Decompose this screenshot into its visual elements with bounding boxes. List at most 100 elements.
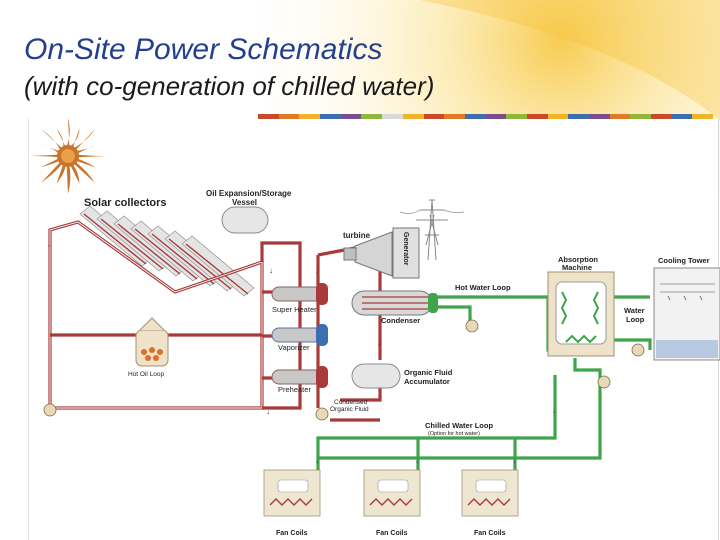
generator-label: Generator <box>402 232 409 266</box>
generator: Generator <box>392 227 420 279</box>
flame <box>153 355 159 361</box>
hot-oil-loop-label: Hot Oil Loop <box>128 371 165 378</box>
water-loop-label-2: Loop <box>626 315 645 324</box>
sun-ray <box>56 128 66 148</box>
hot-oil-loop-pipes <box>48 220 382 422</box>
color-bar-segment <box>361 114 383 119</box>
sun-icon <box>30 118 106 194</box>
flame <box>141 349 147 355</box>
water-loop-label: Water <box>624 306 645 315</box>
absorption-machine-label: Absorption <box>558 255 598 264</box>
color-bar-segment <box>609 114 631 119</box>
condensed-fluid-label-2: Organic Fluid <box>330 406 369 413</box>
fan-coil-unit: Fan Coils <box>363 469 421 537</box>
svg-text:↓: ↓ <box>377 338 381 347</box>
organic-fluid-accumulator <box>351 363 401 389</box>
collector-tube <box>134 228 198 280</box>
transmission-tower-icon <box>399 199 465 261</box>
vaporizer <box>271 324 328 346</box>
cooling-tower-label: Cooling Tower <box>658 256 710 265</box>
svg-text:↑: ↑ <box>47 242 51 251</box>
collector-tube <box>83 213 147 265</box>
color-bar-segment <box>320 114 341 119</box>
sun-ray <box>70 164 80 184</box>
svg-text:↓: ↓ <box>512 456 516 465</box>
svg-text:↓: ↓ <box>552 406 556 415</box>
color-bar-segment <box>651 114 672 119</box>
oil-vessel-label: Oil Expansion/Storage <box>206 189 292 198</box>
solar-collectors-label: Solar collectors <box>84 197 167 209</box>
absorption-machine <box>547 271 615 357</box>
preheater <box>271 366 328 388</box>
color-bar-segment <box>340 114 362 119</box>
super-heater <box>271 283 328 305</box>
fan-coils-label: Fan Coils <box>376 530 408 537</box>
color-bar-segment <box>444 114 465 119</box>
color-bar <box>258 114 714 119</box>
color-bar-segment <box>547 114 569 119</box>
color-bar-segment <box>630 114 652 119</box>
sun-ray <box>70 128 80 148</box>
fan-coil-unit: Fan Coils <box>263 469 321 537</box>
sun-ray <box>76 144 96 154</box>
sun-ray <box>30 154 59 158</box>
cooling-tower <box>653 267 720 361</box>
color-bar-segment <box>568 114 589 119</box>
sun-ray <box>76 158 96 168</box>
fan-coil-unit: Fan Coils <box>461 469 519 537</box>
color-bar-segment <box>258 114 279 119</box>
collector-tube <box>168 238 232 290</box>
color-bar-segment <box>402 114 424 119</box>
page-subtitle: (with co-generation of chilled water) <box>24 71 435 101</box>
collector-tube <box>100 218 164 270</box>
svg-text:↓: ↓ <box>315 456 319 465</box>
vaporizer-label: Vaporizer <box>278 343 310 352</box>
accumulator-label: Organic Fluid <box>404 368 453 377</box>
flame <box>157 349 163 355</box>
fan-coils-label: Fan Coils <box>276 530 308 537</box>
sun-ray <box>56 164 66 184</box>
sun-ray <box>40 144 60 154</box>
absorption-machine-label-2: Machine <box>562 263 592 272</box>
svg-text:↓: ↓ <box>315 266 319 275</box>
color-bar-segment <box>526 114 548 119</box>
color-bar-segment <box>464 114 486 119</box>
flame <box>149 347 155 353</box>
chilled-water-note: (Option for hot water) <box>428 431 480 437</box>
collector-tube <box>185 243 249 295</box>
color-bar-segment <box>278 114 300 119</box>
color-bar-segment <box>692 114 714 119</box>
svg-text:↓: ↓ <box>269 266 273 275</box>
turbine <box>343 231 393 277</box>
pump-icon <box>43 319 645 421</box>
super-heater-label: Super Heater <box>272 305 317 314</box>
color-bar-segment <box>299 114 321 119</box>
oil-vessel-label-2: Vessel <box>232 198 257 207</box>
sun-ray <box>41 162 62 183</box>
color-bar-segment <box>506 114 527 119</box>
sun-ray <box>40 158 60 168</box>
accumulator-label-2: Accumulator <box>404 377 450 386</box>
color-bar-segment <box>589 114 610 119</box>
color-bar-segment <box>485 114 507 119</box>
condenser-label: Condenser <box>381 316 420 325</box>
svg-text:↓: ↓ <box>266 407 270 416</box>
collector-tube <box>151 233 215 285</box>
sun-ray <box>41 129 62 150</box>
flame <box>145 355 151 361</box>
color-bar-segment <box>671 114 693 119</box>
sun-ray <box>77 154 106 158</box>
oil-expansion-vessel <box>221 206 269 234</box>
sun-ray <box>66 165 71 194</box>
condenser <box>351 290 438 316</box>
condensed-fluid-label: Condensed <box>334 399 368 406</box>
sun-ray <box>74 129 95 150</box>
color-bar-segment <box>382 114 403 119</box>
sun-ray <box>74 162 95 183</box>
color-bar-segment <box>423 114 445 119</box>
boiler-flame-icon <box>135 317 169 367</box>
preheater-label: Preheater <box>278 385 311 394</box>
